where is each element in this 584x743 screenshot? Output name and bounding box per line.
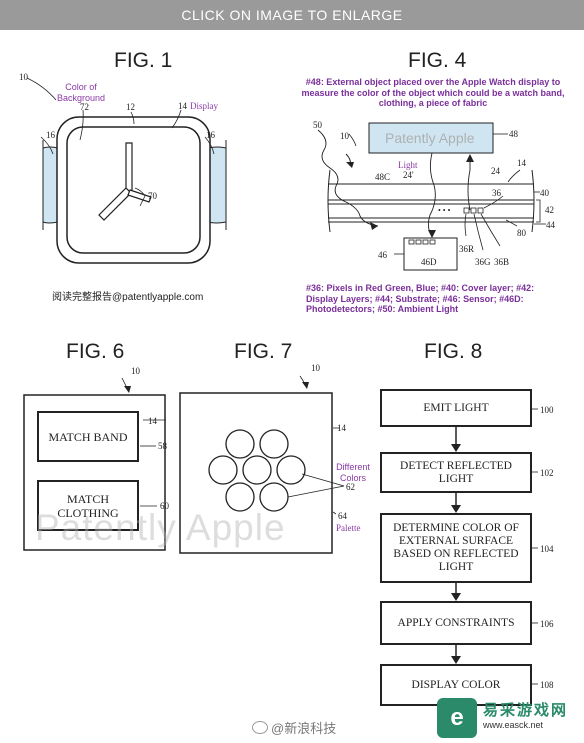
flow-step-determine-color: DETERMINE COLOR OF EXTERNAL SURFACE BASE… — [380, 513, 532, 583]
click-to-enlarge-bar[interactable]: CLICK ON IMAGE TO ENLARGE — [0, 0, 584, 30]
flow-ref-106: 106 — [540, 619, 554, 629]
flow-ref-102: 102 — [540, 468, 554, 478]
fig7-ref-10: 10 — [311, 363, 320, 373]
flow-ref-104: 104 — [540, 544, 554, 554]
fig4-ref-50: 50 — [313, 120, 322, 130]
fig7-label-palette: Palette — [336, 523, 361, 533]
flow-step-detect-reflected-light: DETECT REFLECTED LIGHT — [380, 452, 532, 493]
fig4-ref-36g: 36G — [475, 257, 491, 267]
fig4-ref-80: 80 — [517, 228, 526, 238]
weibo-credit-text: @新浪科技 — [271, 721, 337, 736]
fig1-ref-16-right: 16 — [206, 130, 215, 140]
fig4-title: FIG. 4 — [408, 49, 467, 72]
fig6-ref-10: 10 — [131, 366, 140, 376]
site-logo-url: www.easck.net — [483, 720, 544, 730]
fig7-label-colors: Different Colors — [336, 462, 370, 483]
fig7-ref-14: 14 — [337, 423, 346, 433]
fig4-ref-42: 42 — [545, 205, 554, 215]
fig1-label-display: Display — [190, 101, 218, 111]
site-logo-icon: e — [437, 698, 477, 738]
fig6-ref-14: 14 — [148, 416, 157, 426]
fig4-ref-46d: 46D — [421, 257, 437, 267]
fig4-ref-24-prime: 24' — [403, 170, 414, 180]
weibo-credit: @新浪科技 — [252, 718, 336, 737]
site-logo[interactable]: e 易采游戏网 www.easck.net — [437, 693, 584, 743]
fig4-ref-24: 24 — [491, 166, 500, 176]
fig4-ref-48: 48 — [509, 129, 518, 139]
flow-ref-100: 100 — [540, 405, 554, 415]
fig1-label-background: Color of Background — [56, 82, 106, 103]
site-logo-name: 易采游戏网 — [483, 702, 569, 719]
fig4-ref-40: 40 — [540, 188, 549, 198]
fig4-ref-36b: 36B — [494, 257, 510, 267]
fig7-ref-64: 64 — [338, 511, 347, 521]
fig1-title: FIG. 1 — [114, 49, 173, 72]
fig4-light-label: Light — [398, 160, 418, 170]
weibo-icon — [252, 721, 268, 734]
fig1-ref-16-left: 16 — [46, 130, 55, 140]
fig4-caption-top: #48: External object placed over the App… — [301, 77, 565, 108]
fig4-ref-10: 10 — [340, 131, 349, 141]
fig6-ref-60: 60 — [160, 501, 169, 511]
fig4-dots: • • • — [438, 206, 451, 215]
fig7-title: FIG. 7 — [234, 340, 293, 363]
fig4-ref-44: 44 — [546, 220, 555, 230]
fig4-ref-36r: 36R — [459, 244, 475, 254]
fig4-ref-46: 46 — [378, 250, 387, 260]
fig1-ref-70: 70 — [148, 191, 157, 201]
patently-apple-watermark: Patently Apple — [35, 507, 286, 548]
fig4-box-label: Patently Apple — [385, 130, 475, 146]
match-band-box[interactable]: MATCH BAND — [37, 411, 139, 462]
fig1-caption: 阅读完整报告@patentlyapple.com — [52, 292, 204, 303]
fig6-ref-58: 58 — [158, 441, 167, 451]
fig6-title: FIG. 6 — [66, 340, 125, 363]
flow-step-apply-constraints: APPLY CONSTRAINTS — [380, 601, 532, 645]
match-clothing-box[interactable]: MATCH CLOTHING — [37, 480, 139, 531]
fig4-ref-36: 36 — [492, 188, 501, 198]
flow-ref-108: 108 — [540, 680, 554, 690]
fig8-title: FIG. 8 — [424, 340, 483, 363]
fig1-ref-10: 10 — [19, 72, 28, 82]
fig1-ref-14: 14 — [178, 101, 187, 111]
fig4-ref-48c: 48C — [375, 172, 391, 182]
fig1-ref-12: 12 — [126, 102, 135, 112]
fig4-ref-14: 14 — [517, 158, 526, 168]
fig4-caption-bottom: #36: Pixels in Red Green, Blue; #40: Cov… — [306, 283, 535, 314]
flow-step-emit-light: EMIT LIGHT — [380, 389, 532, 427]
fig1-ref-72: 72 — [80, 102, 89, 112]
fig7-ref-62: 62 — [346, 482, 355, 492]
